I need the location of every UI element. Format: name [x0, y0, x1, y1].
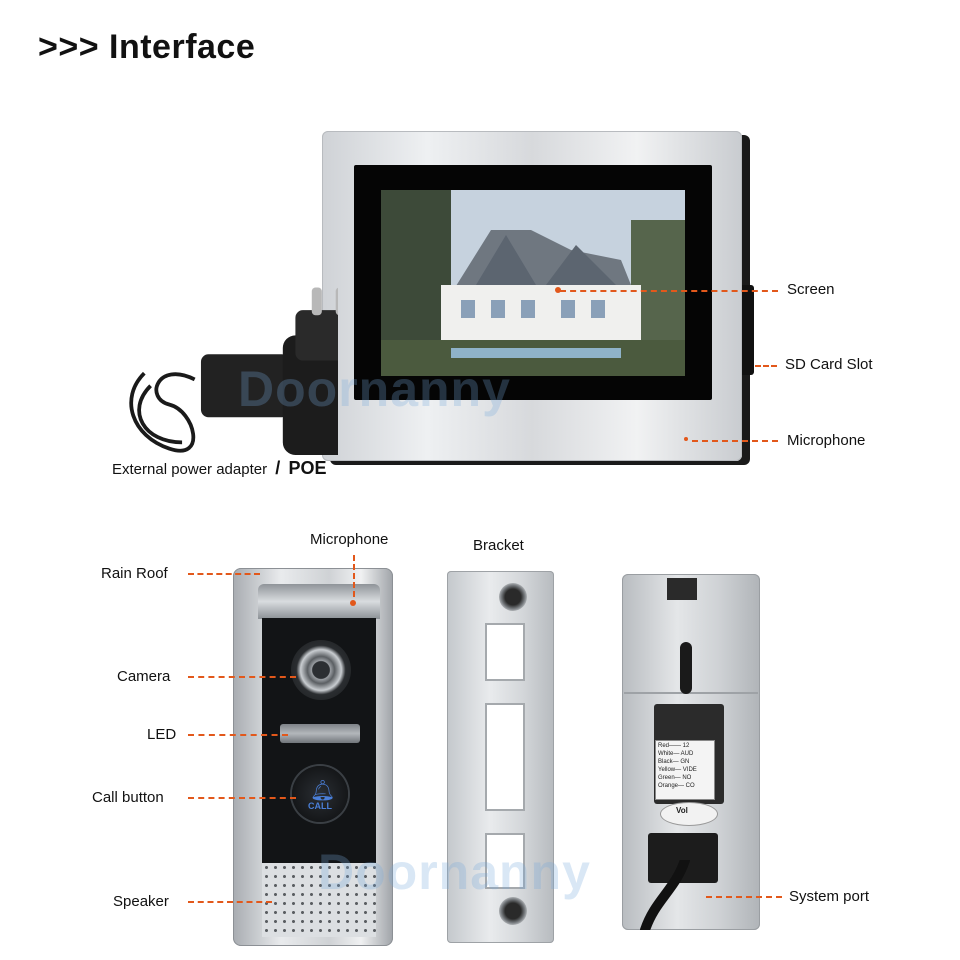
wiring-label: Red—— 12 White— AUD Black— GN Yellow— VI… — [655, 740, 715, 800]
label-bracket: Bracket — [473, 537, 524, 554]
power-adapter — [129, 287, 338, 455]
wire-line: White— AUD — [658, 751, 694, 757]
screen-leader-line — [560, 290, 778, 292]
call-button — [292, 766, 348, 822]
camera-lens — [291, 640, 351, 700]
label-screen: Screen — [787, 281, 835, 298]
wire-line: Yellow— VIDE — [658, 767, 697, 773]
call-button-leader-line — [188, 797, 296, 799]
label-sd-card-slot: SD Card Slot — [785, 356, 873, 373]
rain-roof — [258, 584, 380, 619]
house-image — [381, 190, 685, 376]
rain-roof-leader-line — [188, 573, 260, 575]
monitor-screen — [381, 190, 685, 376]
power-adapter-caption: External power adapter / POE — [112, 458, 326, 479]
mounting-bracket — [447, 571, 554, 943]
label-camera: Camera — [117, 668, 171, 685]
label-speaker: Speaker — [113, 893, 169, 910]
bell-icon: 🔔︎ — [310, 780, 336, 802]
label-system-port: System port — [789, 888, 870, 905]
wire-line: Black— GN — [658, 759, 690, 765]
sd-card-leader-line — [755, 365, 777, 367]
wire-line: Red—— 12 — [658, 743, 690, 749]
call-button-text: CALL — [308, 801, 332, 811]
label-power-adapter: External power adapter — [112, 461, 268, 478]
speaker-leader-line — [188, 901, 272, 903]
watermark-bottom: Doornanny — [318, 844, 591, 900]
label-outdoor-microphone: Microphone — [310, 531, 389, 548]
label-led: LED — [147, 726, 177, 743]
camera-leader-line — [188, 676, 296, 678]
wire-line: Orange— CO — [658, 783, 695, 789]
cable — [640, 860, 690, 930]
screen-pointer-dot — [555, 287, 561, 293]
label-monitor-microphone: Microphone — [787, 432, 866, 449]
system-port-leader-line — [706, 896, 782, 898]
outdoor-mic-leader-line — [353, 555, 355, 597]
led-strip — [280, 724, 360, 743]
mic-pointer-dot — [684, 437, 688, 441]
label-rain-roof: Rain Roof — [101, 565, 168, 582]
label-poe: POE — [288, 458, 327, 478]
watermark-top: Doornanny — [238, 361, 511, 417]
label-call-button: Call button — [92, 789, 164, 806]
speaker-grille — [262, 863, 376, 937]
mic-leader-line — [692, 440, 778, 442]
wire-line: Green— NO — [658, 775, 692, 781]
sd-card-slot — [742, 285, 754, 375]
label-power-separator: / — [275, 458, 281, 478]
led-leader-line — [188, 734, 288, 736]
outdoor-mic-dot — [350, 600, 356, 606]
page-title: >>> Interface — [38, 28, 256, 66]
brand-logo: Vol — [676, 806, 688, 815]
